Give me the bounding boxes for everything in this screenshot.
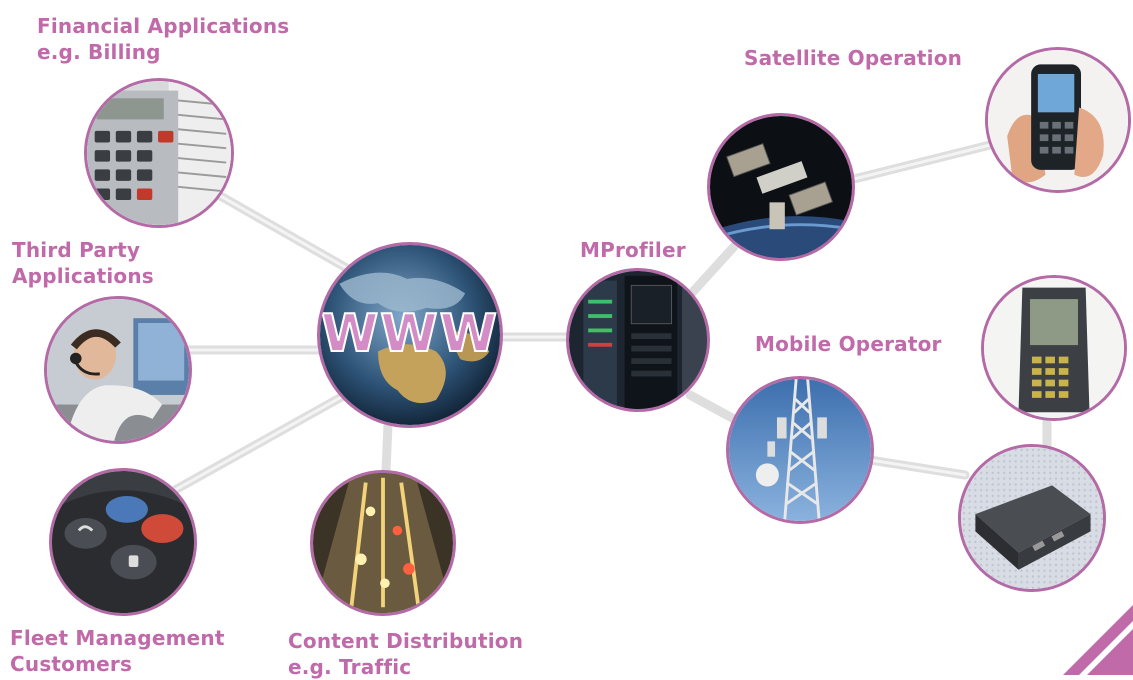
gps-tracker-icon <box>961 447 1103 589</box>
node-billing <box>84 78 234 228</box>
node-mprofiler <box>566 268 710 412</box>
label-fleet: Fleet Management Customers <box>10 626 225 676</box>
label-financial: Financial Applications e.g. Billing <box>37 14 290 64</box>
node-call-center <box>44 296 192 444</box>
node-handheld <box>981 275 1127 421</box>
node-fleet <box>49 468 197 616</box>
node-tower <box>726 376 874 524</box>
car-key-icon <box>52 471 194 613</box>
calculator-icon <box>87 81 231 225</box>
server-rack-icon <box>569 271 707 409</box>
mobile-phone-icon <box>988 50 1128 190</box>
label-content: Content Distribution e.g. Traffic <box>288 629 524 679</box>
cell-tower-icon <box>729 379 871 521</box>
corner-decoration <box>1063 605 1133 675</box>
node-phone <box>985 47 1131 193</box>
www-title: WWW <box>320 303 500 365</box>
label-satellite: Satellite Operation <box>744 46 963 70</box>
node-www: WWW <box>317 242 503 428</box>
label-third-party: Third Party Applications <box>12 238 154 288</box>
node-traffic <box>310 470 456 616</box>
handheld-device-icon <box>984 278 1124 418</box>
label-mobile: Mobile Operator <box>755 332 942 356</box>
satellite-icon <box>710 116 852 258</box>
node-tracker <box>958 444 1106 592</box>
label-mprofiler: MProfiler <box>580 238 686 262</box>
headset-operator-icon <box>47 299 189 441</box>
globe-icon <box>320 245 500 425</box>
node-satellite <box>707 113 855 261</box>
link-traffic-www <box>381 420 393 475</box>
traffic-road-icon <box>313 473 453 613</box>
